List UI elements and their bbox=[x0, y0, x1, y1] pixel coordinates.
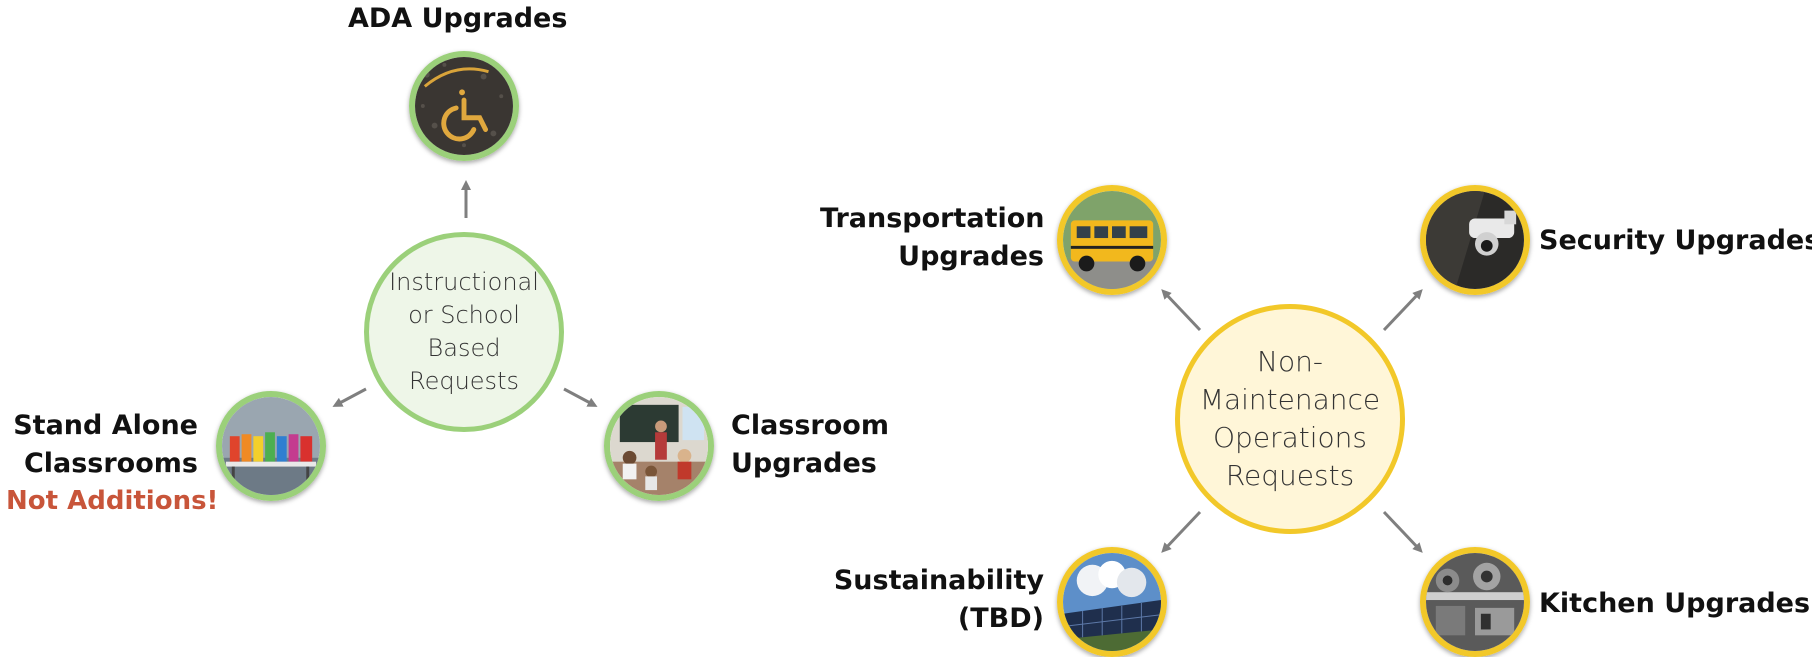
arrow-to-stand-alone bbox=[332, 387, 367, 407]
hub-left-line-4: Requests bbox=[408, 367, 519, 395]
transportation-upgrades-label: Transportation Upgrades bbox=[820, 200, 1045, 276]
classroom-upgrades-label: Classroom Upgrades bbox=[731, 407, 889, 483]
hub-right-line-4: Requests bbox=[1225, 459, 1355, 492]
school-bus-photo-icon bbox=[1057, 185, 1167, 295]
kitchen-equipment-photo-icon bbox=[1420, 547, 1530, 657]
sustainability-line-1: Sustainability bbox=[833, 565, 1044, 596]
hub-left-line-2: or School bbox=[408, 301, 520, 329]
arrow-to-classroom bbox=[563, 387, 598, 407]
kitchen-upgrades-label: Kitchen Upgrades bbox=[1539, 588, 1811, 619]
wheelchair-pavement-photo-icon bbox=[409, 51, 519, 161]
classroom-line-1: Classroom bbox=[731, 410, 889, 441]
transportation-line-1: Transportation bbox=[820, 203, 1045, 234]
instructional-requests-hub: Instructional or School Based Requests bbox=[364, 232, 564, 432]
arrow-to-transportation bbox=[1161, 289, 1202, 332]
teacher-classroom-photo-icon bbox=[604, 391, 714, 501]
arrow-to-security bbox=[1382, 289, 1423, 332]
hub-left-line-1: Instructional bbox=[389, 268, 539, 296]
sustainability-label: Sustainability (TBD) bbox=[820, 562, 1044, 638]
hub-left-line-3: Based bbox=[427, 334, 501, 362]
hub-right-line-1: Non- bbox=[1257, 345, 1323, 378]
classroom-line-2: Upgrades bbox=[731, 448, 877, 479]
arrow-to-sustainability bbox=[1161, 510, 1202, 553]
colorful-classroom-photo-icon bbox=[216, 391, 326, 501]
ada-upgrades-label: ADA Upgrades bbox=[348, 3, 568, 34]
not-additions-note: Not Additions! bbox=[6, 486, 219, 516]
security-camera-photo-icon bbox=[1420, 185, 1530, 295]
stand-alone-line-1: Stand Alone bbox=[13, 410, 198, 441]
hub-right-line-3: Operations bbox=[1213, 421, 1367, 454]
hub-right-line-2: Maintenance bbox=[1199, 383, 1381, 416]
arrow-to-kitchen bbox=[1382, 510, 1423, 553]
non-maintenance-requests-hub: Non- Maintenance Operations Requests bbox=[1175, 304, 1405, 534]
stand-alone-line-2: Classrooms bbox=[23, 448, 198, 479]
transportation-line-2: Upgrades bbox=[898, 241, 1044, 272]
solar-panel-photo-icon bbox=[1057, 547, 1167, 657]
security-upgrades-label: Security Upgrades bbox=[1539, 225, 1812, 256]
sustainability-line-2: (TBD) bbox=[957, 603, 1044, 634]
stand-alone-classrooms-label: Stand Alone Classrooms bbox=[8, 407, 198, 483]
